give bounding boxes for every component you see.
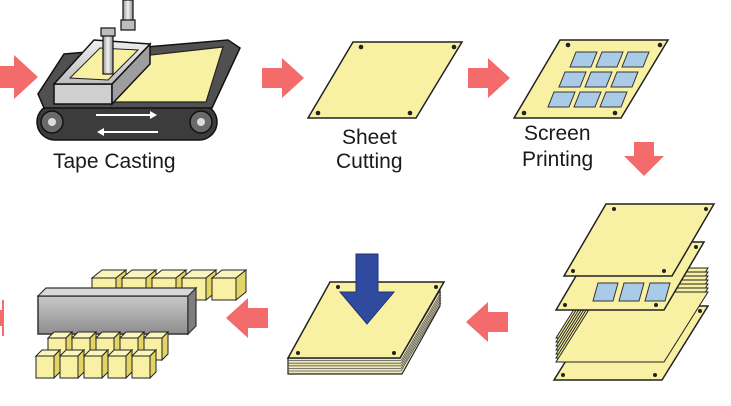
press-arrow <box>338 253 396 325</box>
flow-arrow-in <box>0 55 38 99</box>
chip-front <box>59 355 79 379</box>
chip-side <box>161 330 169 362</box>
label-screen-printing-line1: Screen <box>524 122 591 145</box>
chip-front <box>107 355 127 379</box>
label-tape-casting: Tape Casting <box>53 150 176 173</box>
chip-front <box>83 355 103 379</box>
print-pad <box>547 91 576 108</box>
label-sheet-cutting-line1: Sheet <box>342 126 397 149</box>
flow-arrow-1 <box>262 58 304 98</box>
print-pad <box>558 71 587 88</box>
chip-front <box>35 355 55 379</box>
print-pattern <box>547 51 650 108</box>
print-pad <box>584 71 613 88</box>
flow-arrow-2 <box>468 58 510 98</box>
print-pad <box>621 51 650 68</box>
print-pad <box>610 71 639 88</box>
print-pad <box>595 51 624 68</box>
label-screen-printing-line2: Printing <box>522 148 593 171</box>
flow-arrow-4 <box>226 298 268 338</box>
laminated-block <box>286 253 446 375</box>
flow-arrow-out <box>0 300 4 336</box>
tape-casting-machine <box>36 0 241 141</box>
chip-front <box>131 355 151 379</box>
chip-side <box>149 348 157 380</box>
flow-arrow-3 <box>466 302 508 342</box>
print-pad <box>599 91 628 108</box>
chip-front <box>211 277 237 301</box>
printed-sheet <box>512 39 670 119</box>
chip-side <box>235 268 247 302</box>
cut-sheet <box>306 41 464 119</box>
label-sheet-cutting-line2: Cutting <box>336 150 403 173</box>
sheet-stacking <box>552 203 716 381</box>
print-pad <box>569 51 598 68</box>
dicing-stage <box>34 268 248 380</box>
flow-arrow-down <box>624 142 664 176</box>
print-pad <box>573 91 602 108</box>
